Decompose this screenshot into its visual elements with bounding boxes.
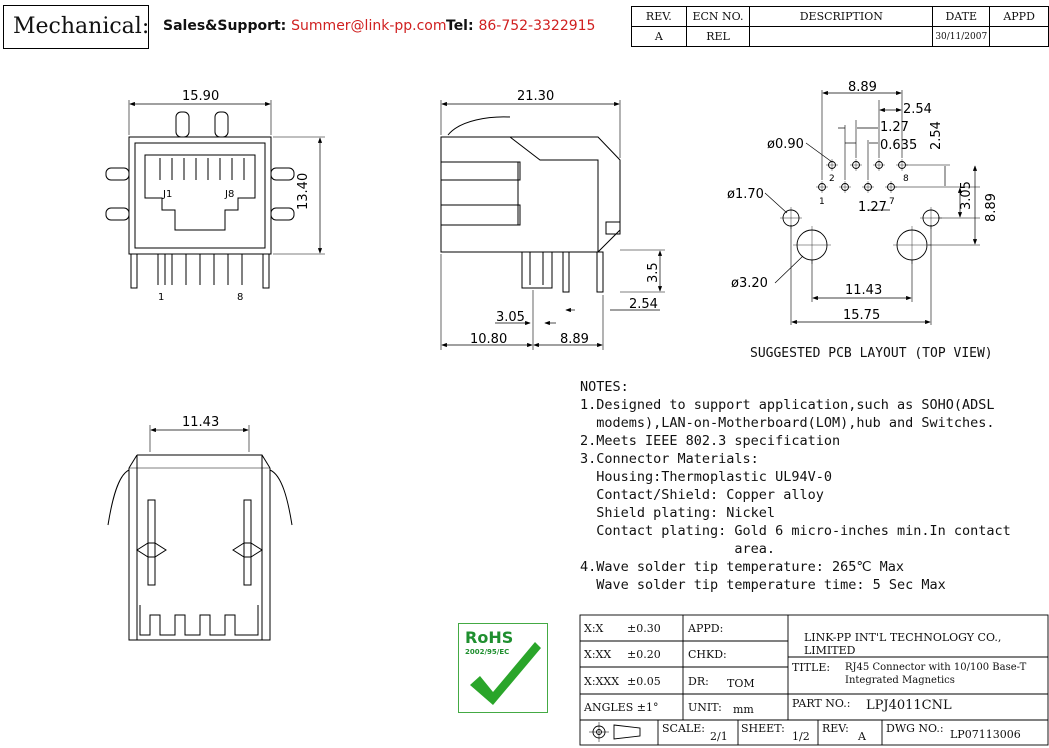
- pcb-dim-127-b: 1.27: [858, 200, 887, 215]
- front-view: [105, 100, 325, 289]
- revision-table: REV. ECN NO. DESCRIPTION DATE APPD A REL…: [631, 6, 1049, 47]
- rev-value: A: [631, 26, 687, 47]
- rohs-sub: 2002/95/EC: [465, 648, 510, 656]
- pcb-pin8: 8: [903, 174, 909, 184]
- appd-value: [989, 26, 1049, 47]
- side-pin-height: 3.5: [646, 262, 661, 283]
- date-value: 30/11/2007: [932, 26, 991, 47]
- rohs-check-icon: [470, 642, 541, 705]
- tel-label: Tel:: [446, 18, 474, 34]
- rohs-label: RoHS: [465, 628, 514, 647]
- notes-heading: NOTES:: [580, 379, 629, 395]
- front-pin1: 1: [158, 292, 164, 303]
- tol-xxx: X:XXX: [584, 675, 620, 688]
- tol-xxx-value: ±0.05: [627, 675, 661, 688]
- pcb-dia-320: ø3.20: [731, 276, 768, 291]
- rohs-badge: RoHS 2002/95/EC: [458, 623, 548, 713]
- sheet-label: SHEET:: [741, 722, 785, 735]
- side-dim-889: 8.89: [560, 332, 589, 347]
- bottom-view: [107, 425, 293, 641]
- chkd-label: CHKD:: [688, 648, 727, 661]
- title-block-grid: [579, 614, 1049, 746]
- tel-value[interactable]: 86-752-3322915: [478, 18, 596, 34]
- pcb-pin1: 1: [819, 197, 825, 207]
- pcb-dim-127: 1.27: [880, 120, 909, 135]
- title-label: TITLE:: [792, 661, 831, 674]
- description-value: [749, 26, 934, 47]
- sales-support: Sales&Support: Summer@link-pp.com: [163, 18, 447, 34]
- unit-value: mm: [733, 703, 754, 716]
- date-header: DATE: [932, 6, 991, 27]
- angles-tolerance: ANGLES ±1°: [584, 701, 659, 714]
- notes: NOTES: 1.Designed to support application,…: [580, 378, 1011, 594]
- pcb-dia-170: ø1.70: [727, 187, 764, 202]
- pcb-dim-889-v: 8.89: [984, 193, 999, 222]
- front-width-dim: 15.90: [182, 89, 219, 104]
- pcb-dim-1575: 15.75: [843, 308, 880, 323]
- dr-label: DR:: [688, 675, 709, 688]
- side-length-dim: 21.30: [517, 89, 554, 104]
- telephone: Tel: 86-752-3322915: [446, 18, 595, 34]
- company-name: LINK-PP INT'L TECHNOLOGY CO., LIMITED: [804, 631, 1002, 657]
- tol-xx-value: ±0.20: [627, 648, 661, 661]
- note-line: modems),LAN-on-Motherboard(LOM),hub and …: [580, 415, 995, 431]
- tol-x: X:X: [584, 622, 604, 635]
- note-line: 3.Connector Materials:: [580, 451, 759, 467]
- note-line: Shield plating: Nickel: [580, 505, 776, 521]
- sheet-value: 1/2: [792, 730, 810, 743]
- side-dim-1080: 10.80: [470, 332, 507, 347]
- tol-xx: X:XX: [584, 648, 612, 661]
- pcb-layout-title: SUGGESTED PCB LAYOUT (TOP VIEW): [750, 346, 993, 361]
- pcb-layout: [764, 90, 980, 325]
- scale-label: SCALE:: [662, 722, 705, 735]
- unit-label: UNIT:: [688, 701, 722, 714]
- bottom-width-dim: 11.43: [182, 415, 219, 430]
- pcb-dim-0635: 0.635: [880, 138, 917, 153]
- title-line2: Integrated Magnetics: [845, 675, 955, 686]
- appd-label: APPD:: [688, 622, 724, 635]
- pcb-dim-254-v: 2.54: [929, 121, 944, 150]
- sales-email[interactable]: Summer@link-pp.com: [291, 18, 447, 34]
- tol-x-value: ±0.30: [627, 622, 661, 635]
- j1-label: J1: [162, 189, 172, 200]
- part-no-label: PART NO.:: [792, 697, 851, 710]
- pcb-dim-305-v: 3.05: [959, 181, 974, 210]
- pcb-pin2: 2: [829, 174, 835, 184]
- rev-value-tb: A: [858, 730, 866, 743]
- dr-value: TOM: [727, 677, 755, 690]
- note-line: Contact/Shield: Copper alloy: [580, 487, 824, 503]
- rev-label: REV:: [822, 722, 849, 735]
- pcb-dim-889-top: 8.89: [848, 80, 877, 95]
- note-line: Wave solder tip temperature time: 5 Sec …: [580, 577, 946, 593]
- side-dim-305: 3.05: [496, 310, 525, 325]
- dwg-no-label: DWG NO.:: [886, 722, 944, 735]
- mechanical-label: Mechanical:: [3, 5, 149, 49]
- ecn-value: REL: [685, 26, 751, 47]
- side-view: [440, 100, 665, 350]
- front-pin8: 8: [237, 292, 243, 303]
- front-height-dim: 13.40: [296, 173, 311, 210]
- pcb-dim-254: 2.54: [903, 102, 932, 117]
- note-line: 4.Wave solder tip temperature: 265℃ Max: [580, 559, 905, 575]
- note-line: 2.Meets IEEE 802.3 specification: [580, 433, 841, 449]
- scale-value: 2/1: [710, 730, 728, 743]
- note-line: Contact plating: Gold 6 micro-inches min…: [580, 523, 1011, 539]
- pcb-dia-090: ø0.90: [767, 137, 804, 152]
- note-line: 1.Designed to support application,such a…: [580, 397, 995, 413]
- side-dim-254: 2.54: [629, 297, 658, 312]
- j8-label: J8: [224, 189, 234, 200]
- note-line: Housing:Thermoplastic UL94V-0: [580, 469, 832, 485]
- sales-label: Sales&Support:: [163, 18, 287, 34]
- note-line: area.: [580, 541, 776, 557]
- pcb-dim-1143: 11.43: [845, 283, 882, 298]
- title-line1: RJ45 Connector with 10/100 Base-T: [845, 662, 1027, 673]
- part-no-value: LPJ4011CNL: [866, 698, 952, 713]
- pcb-pin7: 7: [889, 197, 895, 207]
- dwg-no-value: LP07113006: [950, 728, 1021, 741]
